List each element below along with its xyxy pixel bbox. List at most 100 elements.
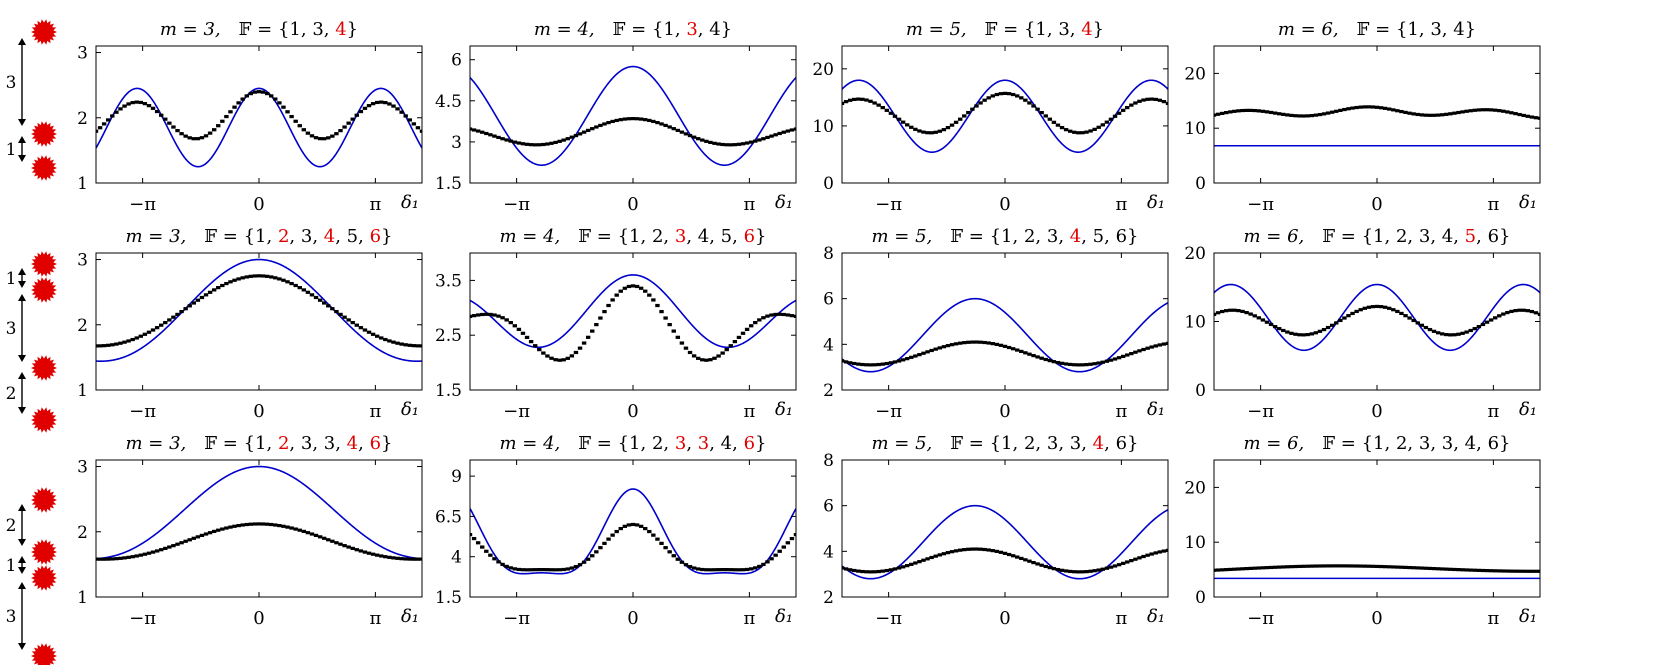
sim-point bbox=[757, 318, 762, 322]
sim-point bbox=[297, 528, 302, 532]
sim-point bbox=[350, 321, 355, 325]
sim-point bbox=[1497, 569, 1502, 573]
sim-point bbox=[1456, 110, 1461, 115]
sim-point bbox=[957, 341, 963, 345]
sim-point bbox=[1137, 349, 1142, 353]
title-comma: , bbox=[1385, 433, 1396, 454]
sim-point bbox=[724, 568, 729, 572]
sim-point bbox=[1423, 566, 1429, 570]
sim-point bbox=[1464, 568, 1469, 572]
sim-point bbox=[864, 363, 869, 367]
sim-point bbox=[1059, 361, 1065, 365]
sim-point bbox=[888, 111, 894, 115]
spacing-label: 2 bbox=[6, 384, 17, 404]
sim-point bbox=[700, 358, 705, 362]
sim-point bbox=[1281, 328, 1286, 333]
sim-point bbox=[720, 142, 725, 147]
sim-point bbox=[553, 140, 558, 145]
sim-point bbox=[573, 133, 579, 138]
sim-point bbox=[1321, 564, 1327, 568]
sim-point bbox=[1272, 325, 1278, 329]
y-tick-label: 3.5 bbox=[435, 271, 462, 291]
sim-point bbox=[1415, 321, 1420, 325]
sim-point bbox=[248, 92, 254, 96]
sim-point bbox=[663, 546, 668, 550]
sim-point bbox=[1084, 363, 1089, 367]
y-tick-label: 3 bbox=[451, 133, 462, 153]
x-tick-label: 0 bbox=[253, 401, 264, 422]
sim-point bbox=[785, 313, 791, 317]
sim-point bbox=[1460, 110, 1465, 114]
x-axis-label: δ₁ bbox=[1519, 399, 1537, 420]
sim-point bbox=[888, 568, 894, 572]
sim-point bbox=[142, 102, 148, 106]
sim-point bbox=[949, 123, 955, 127]
title-F-item: 1 bbox=[1035, 19, 1046, 40]
sim-point bbox=[101, 344, 107, 348]
emitter-icon bbox=[31, 155, 57, 181]
sim-point bbox=[159, 548, 164, 552]
x-axis-label: δ₁ bbox=[401, 606, 419, 627]
sim-point bbox=[1256, 316, 1262, 320]
title-F-item-highlighted: 3 bbox=[675, 433, 686, 454]
sim-point bbox=[179, 541, 184, 545]
sim-point bbox=[362, 550, 368, 554]
title-F-suffix: } bbox=[755, 226, 766, 247]
sim-point bbox=[362, 106, 368, 110]
sim-point bbox=[488, 312, 493, 317]
sim-point bbox=[1215, 311, 1221, 315]
plot-frame bbox=[1213, 45, 1541, 184]
y-tick-label: 0 bbox=[823, 174, 834, 194]
sim-point bbox=[1248, 312, 1253, 316]
title-F-item-highlighted: 4 bbox=[335, 19, 346, 40]
sim-point bbox=[781, 130, 786, 134]
subplot-title: m = 3, 𝔽 = {1, 2, 3, 3, 4, 6} bbox=[126, 433, 393, 454]
y-tick-label: 4 bbox=[823, 335, 834, 355]
arrow-head-down-icon bbox=[18, 539, 26, 546]
sim-point bbox=[1419, 566, 1425, 570]
sim-point bbox=[1027, 559, 1032, 563]
sim-point bbox=[1476, 108, 1482, 112]
sim-point bbox=[240, 523, 245, 527]
sim-point bbox=[195, 535, 201, 539]
sim-point bbox=[171, 544, 176, 548]
y-tick-label: 2 bbox=[77, 316, 88, 336]
sim-point bbox=[994, 342, 1000, 347]
x-tick-label: π bbox=[369, 608, 381, 629]
sim-point bbox=[317, 298, 323, 302]
sim-point bbox=[1224, 568, 1229, 572]
sim-point bbox=[1391, 565, 1396, 569]
sim-point bbox=[289, 526, 294, 530]
x-tick-label: −π bbox=[875, 608, 902, 629]
sim-point bbox=[880, 362, 885, 366]
x-tick-label: −π bbox=[875, 194, 902, 215]
title-comma: , bbox=[1385, 226, 1396, 247]
sim-point bbox=[470, 127, 473, 131]
sim-point bbox=[122, 340, 127, 344]
sim-point bbox=[496, 314, 501, 318]
sim-point bbox=[334, 541, 339, 545]
sim-point bbox=[847, 568, 853, 572]
sim-point bbox=[1448, 333, 1453, 337]
sim-point bbox=[667, 125, 672, 129]
sim-point bbox=[585, 335, 591, 339]
sim-point bbox=[492, 557, 497, 561]
sim-point bbox=[256, 90, 262, 94]
sim-point bbox=[154, 326, 160, 330]
sim-point bbox=[1116, 356, 1122, 360]
sim-point bbox=[994, 92, 1000, 97]
sim-point bbox=[374, 334, 380, 338]
sim-point bbox=[945, 126, 951, 130]
sim-point bbox=[630, 284, 636, 288]
sim-point bbox=[913, 127, 918, 131]
sim-point bbox=[1529, 115, 1535, 119]
sim-point bbox=[146, 104, 152, 108]
arrow-head-up-icon bbox=[18, 372, 26, 379]
sim-point bbox=[888, 361, 894, 365]
x-axis-label: δ₁ bbox=[1147, 606, 1165, 627]
sim-point bbox=[366, 551, 372, 555]
title-comma: , bbox=[1476, 433, 1487, 454]
title-F-item: 1 bbox=[663, 19, 674, 40]
sim-point bbox=[1517, 308, 1522, 312]
